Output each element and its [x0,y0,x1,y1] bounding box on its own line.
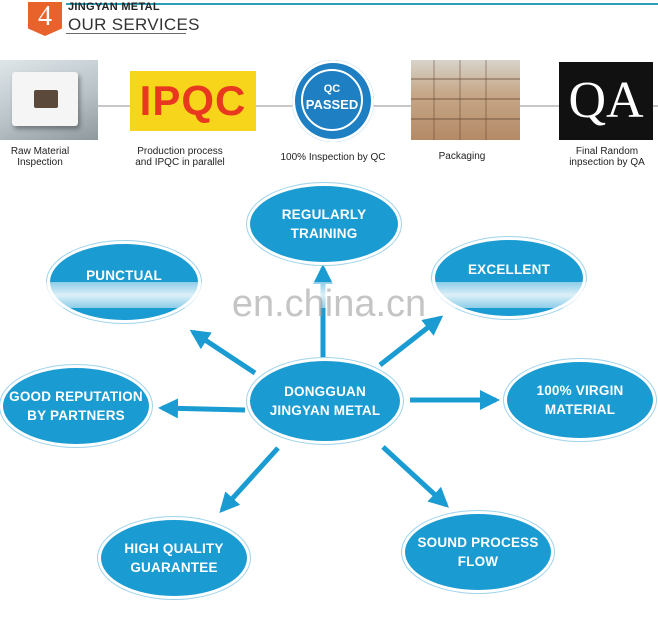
process-label-qc: 100% Inspection by QC [280,152,386,163]
watermark-band [0,282,658,308]
header-underline [66,33,186,34]
process-label-packaging: Packaging [438,151,486,162]
qc-stamp-line1: QC [323,83,341,95]
arrow-to-excellent [378,315,444,367]
header-company-name: JINGYAN METAL [68,1,160,13]
section-title: OUR SERVICES [68,15,200,34]
ipqc-image: IPQC [130,71,256,131]
watermark-text: en.china.cn [231,283,427,325]
qc-passed-stamp: QC PASSED [292,60,374,142]
arrow-to-flow [381,445,449,508]
qa-image: QA [559,62,653,140]
qc-stamp-line2: PASSED [305,97,359,112]
packaging-photo [411,60,520,140]
arrow-to-quality [219,446,280,513]
arrow-to-reputation [158,398,246,419]
header-top-rule [66,3,658,5]
step-number-badge: 4 [28,2,62,36]
arrow-to-punctual [189,329,257,376]
raw-material-photo [0,60,98,140]
